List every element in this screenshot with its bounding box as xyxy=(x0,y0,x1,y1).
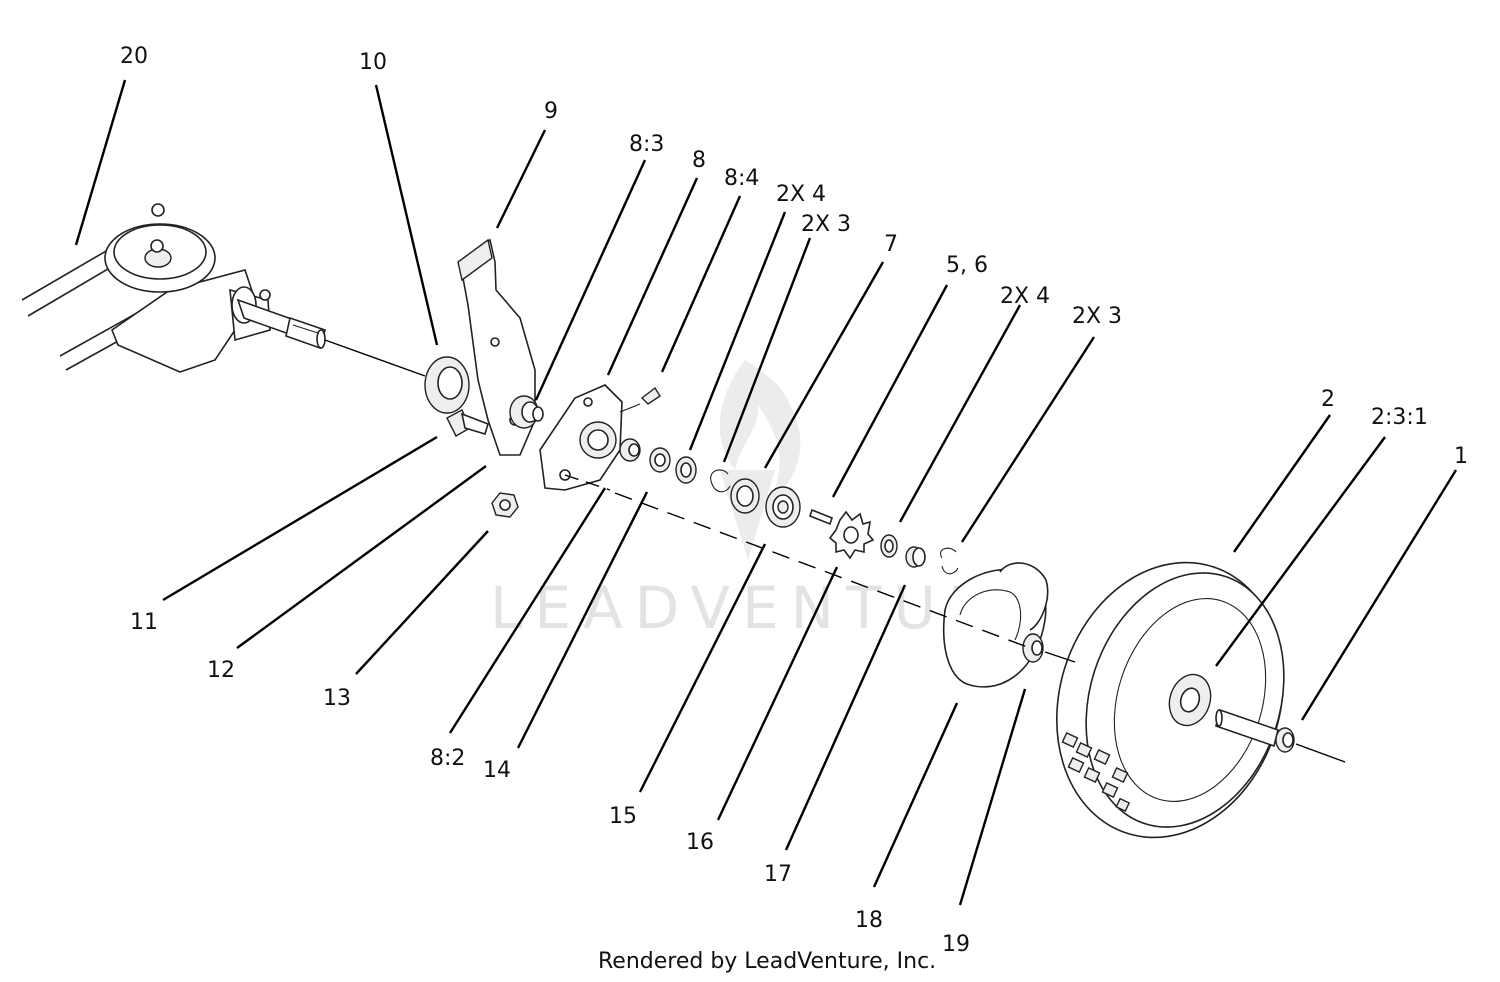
callout-2x4-b: 2X 4 xyxy=(1000,284,1050,309)
callout-2: 2 xyxy=(1321,387,1335,412)
callout-5-6: 5, 6 xyxy=(946,253,988,278)
leader-lines xyxy=(74,79,1458,906)
callout-14: 14 xyxy=(483,758,511,783)
callout-19: 19 xyxy=(942,932,970,957)
part-11-bolt xyxy=(446,409,489,437)
callout-8: 8 xyxy=(692,148,706,173)
callout-2x3-a: 2X 3 xyxy=(801,212,851,237)
callout-20: 20 xyxy=(120,44,148,69)
callout-1: 1 xyxy=(1454,444,1468,469)
callout-15: 15 xyxy=(609,804,637,829)
tread-pattern xyxy=(1061,732,1131,812)
part-bearing xyxy=(765,486,801,528)
part-13-nut xyxy=(491,492,519,518)
part-washers-clips xyxy=(649,447,731,493)
part-14-bushing xyxy=(619,438,641,462)
part-20-transmission xyxy=(21,203,326,373)
part-1-shoulder-bolt xyxy=(1215,708,1295,753)
callout-8-2: 8:2 xyxy=(430,746,465,771)
callout-11: 11 xyxy=(130,610,158,635)
callout-labels: 20 10 9 8:3 8 8:4 2X 4 2X 3 7 5, 6 2X 4 … xyxy=(120,44,1468,957)
credit-text: Rendered by LeadVenture, Inc. xyxy=(598,949,936,974)
part-right-washer-group xyxy=(880,534,959,575)
callout-12: 12 xyxy=(207,658,235,683)
part-18-wheel-cover xyxy=(942,562,1049,688)
part-2-wheel xyxy=(1055,561,1285,839)
callout-16: 16 xyxy=(686,830,714,855)
callout-2-3-1: 2:3:1 xyxy=(1371,405,1428,430)
part-10-washer xyxy=(424,356,470,414)
part-8-housing xyxy=(539,384,661,491)
callout-13: 13 xyxy=(323,686,351,711)
callout-17: 17 xyxy=(764,862,792,887)
callout-9: 9 xyxy=(544,99,558,124)
callout-10: 10 xyxy=(359,50,387,75)
callout-18: 18 xyxy=(855,908,883,933)
callout-2x3-b: 2X 3 xyxy=(1072,304,1122,329)
callout-7: 7 xyxy=(884,232,898,257)
assembly-axis xyxy=(324,339,1346,763)
callout-8-4: 8:4 xyxy=(724,166,759,191)
part-9-height-bracket xyxy=(457,238,544,456)
callout-2x4-a: 2X 4 xyxy=(776,182,826,207)
part-5-6-pinion xyxy=(809,508,875,560)
part-7-washer xyxy=(730,478,760,514)
callout-8-3: 8:3 xyxy=(629,132,664,157)
